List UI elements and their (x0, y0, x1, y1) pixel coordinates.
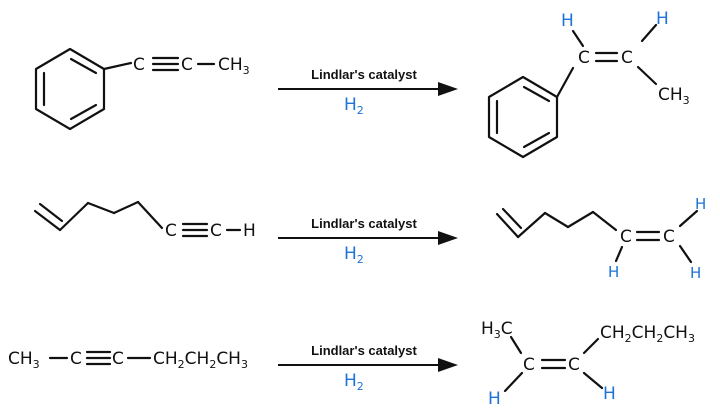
reaction-3-catalyst-label: Lindlar's catalyst (311, 343, 417, 358)
reactant-2-terminal-carbon: C (210, 221, 222, 241)
product-3-hydrogen-right: H (603, 384, 616, 404)
reactant-2-triple-bond (181, 222, 209, 238)
product-1-h-bond-left (571, 29, 585, 48)
product-2-hydrogen-bottom-left: H (608, 263, 619, 281)
product-3-propyl-chain: CH2CH2CH3 (600, 323, 695, 345)
reactant-3-propyl-chain: CH2CH2CH3 (153, 349, 248, 371)
product-2-carbon-1: C (620, 227, 632, 247)
product-3-double-bond (540, 358, 567, 370)
product-1-benzene-ring (487, 75, 559, 159)
product-3-methyl-bond (509, 335, 523, 355)
reactant-1-carbon-1: C (133, 55, 145, 75)
reaction-1-catalyst-label: Lindlar's catalyst (311, 67, 417, 82)
product-1-ring-bond (555, 66, 575, 99)
product-2-h-bond-bottom-right (678, 244, 693, 264)
reaction-2-catalyst-label: Lindlar's catalyst (311, 216, 417, 231)
reactant-3-carbon-2: C (112, 349, 124, 369)
reactant-3-carbon-1: C (70, 349, 82, 369)
product-3-chain-bond (582, 337, 600, 355)
reactant-2-carbon-chain (33, 200, 164, 232)
product-1-methyl-bond (636, 65, 658, 86)
reaction-3-arrow (278, 358, 458, 372)
reaction-3-reagent-label: H2 (344, 371, 364, 393)
product-3-h-bond-right (582, 371, 604, 390)
reactant-1-ring-bond (102, 61, 133, 71)
product-1-methyl-group: CH3 (658, 85, 690, 107)
reactant-1-benzene-ring (34, 47, 106, 131)
product-1-hydrogen-left: H (561, 11, 574, 31)
product-2-h-bond-top-right (678, 209, 699, 228)
reaction-2-arrow (278, 231, 458, 245)
product-2-h-bond-bottom-left (614, 245, 624, 263)
product-3-methyl-group: H3C (481, 319, 513, 341)
reaction-1-arrow (278, 82, 458, 96)
reaction-1-reagent-label: H2 (344, 95, 364, 117)
reactant-2-terminal-hydrogen: H (243, 221, 256, 241)
reactant-3-triple-bond (85, 350, 112, 366)
product-1-hydrogen-right: H (656, 9, 669, 29)
reactant-2-carbon: C (165, 221, 177, 241)
product-3-carbon-1: C (523, 355, 535, 375)
reactant-1-triple-bond (151, 56, 180, 72)
product-2-carbon-2: C (663, 227, 675, 247)
reactant-1-methyl-group: CH3 (218, 55, 250, 77)
product-1-carbon-2: C (621, 48, 633, 68)
product-2-hydrogen-bottom-right: H (690, 264, 701, 282)
product-3-h-bond-left (503, 371, 524, 393)
reactant-1-carbon-2: C (181, 55, 193, 75)
product-2-hydrogen-top-right: H (695, 195, 706, 213)
product-2-carbon-chain (495, 207, 618, 239)
product-1-h-bond-right (640, 23, 658, 43)
product-3-hydrogen-left: H (488, 389, 501, 409)
product-1-double-bond (594, 51, 619, 63)
reaction-2-reagent-label: H2 (344, 244, 364, 266)
product-3-carbon-2: C (568, 355, 580, 375)
product-2-double-bond (635, 230, 661, 242)
product-1-carbon-1: C (578, 48, 590, 68)
reactant-3-methyl-group: CH3 (8, 349, 40, 371)
